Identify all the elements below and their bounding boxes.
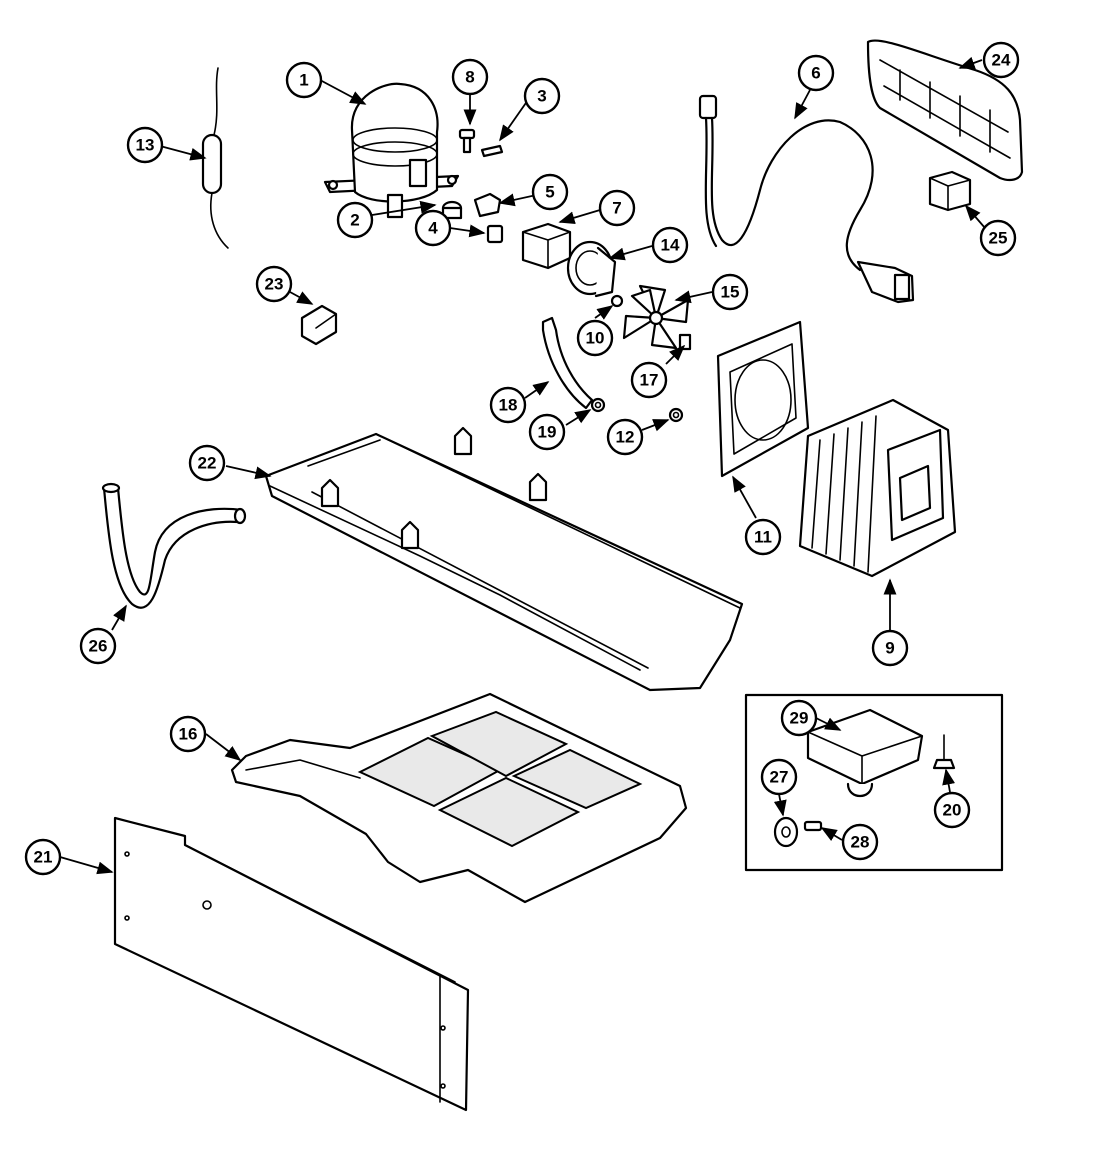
callout-14-label: 14 xyxy=(661,236,680,255)
condenser-part xyxy=(798,398,957,578)
callout-24: 24 xyxy=(982,41,1020,79)
callout-7: 7 xyxy=(598,189,636,227)
drier-part xyxy=(201,67,229,249)
axle-part xyxy=(803,820,823,832)
strap-part xyxy=(541,316,594,410)
callout-12: 12 xyxy=(606,418,644,456)
callout-8-label: 8 xyxy=(465,68,474,87)
callout-11: 11 xyxy=(744,518,782,556)
nut-part xyxy=(610,294,624,308)
callout-16: 16 xyxy=(169,715,207,753)
callout-17: 17 xyxy=(630,361,668,399)
callout-25: 25 xyxy=(979,219,1017,257)
callout-20-label: 20 xyxy=(943,801,962,820)
switch-part xyxy=(300,304,338,346)
callout-27-label: 27 xyxy=(770,768,789,787)
screw-part xyxy=(458,128,476,154)
callout-9: 9 xyxy=(871,629,909,667)
callout-5: 5 xyxy=(531,173,569,211)
callout-28-label: 28 xyxy=(851,833,870,852)
caster-wheel-part xyxy=(773,816,799,848)
callout-15-label: 15 xyxy=(721,283,740,302)
bracket-part xyxy=(678,333,692,351)
compressor-part xyxy=(323,82,460,219)
callout-14: 14 xyxy=(651,226,689,264)
callout-1-label: 1 xyxy=(299,71,308,90)
drain-hose-part xyxy=(101,482,247,609)
callout-29-label: 29 xyxy=(790,709,809,728)
fan-blade-part xyxy=(622,284,690,350)
callout-16-label: 16 xyxy=(179,725,198,744)
callout-12-label: 12 xyxy=(616,428,635,447)
callout-22-label: 22 xyxy=(198,454,217,473)
callout-2: 2 xyxy=(336,201,374,239)
callout-19-label: 19 xyxy=(538,423,557,442)
callout-7-label: 7 xyxy=(612,199,621,218)
callout-17-label: 17 xyxy=(640,371,659,390)
callout-19: 19 xyxy=(528,413,566,451)
callout-3: 3 xyxy=(523,77,561,115)
clip-part xyxy=(480,144,504,158)
callout-10: 10 xyxy=(576,319,614,357)
callout-18-label: 18 xyxy=(499,396,518,415)
callout-23: 23 xyxy=(255,265,293,303)
grommet-12-part xyxy=(668,407,684,423)
callout-5-label: 5 xyxy=(545,183,554,202)
callout-10-label: 10 xyxy=(586,329,605,348)
drain-pan-part xyxy=(230,692,688,904)
callout-8: 8 xyxy=(451,58,489,96)
callout-15: 15 xyxy=(711,273,749,311)
callout-27: 27 xyxy=(760,758,798,796)
relay-part xyxy=(473,192,502,218)
callout-20: 20 xyxy=(933,791,971,829)
callout-25-label: 25 xyxy=(989,229,1008,248)
callout-21-label: 21 xyxy=(34,848,53,867)
callout-26: 26 xyxy=(79,627,117,665)
front-panel-part xyxy=(113,816,470,1112)
callout-29: 29 xyxy=(780,699,818,737)
callout-9-label: 9 xyxy=(885,639,894,658)
callout-4-label: 4 xyxy=(428,219,438,238)
callout-28: 28 xyxy=(841,823,879,861)
callout-26-label: 26 xyxy=(89,637,108,656)
callout-6-label: 6 xyxy=(811,64,820,83)
callout-23-label: 23 xyxy=(265,275,284,294)
callout-6: 6 xyxy=(797,54,835,92)
leveling-screw-part xyxy=(932,734,956,770)
callout-2-label: 2 xyxy=(350,211,359,230)
callout-21: 21 xyxy=(24,838,62,876)
rocker-switch-part xyxy=(928,170,972,212)
callout-11-label: 11 xyxy=(754,528,772,547)
callout-13-label: 13 xyxy=(136,136,155,155)
power-cord-part xyxy=(698,94,915,304)
callout-3-label: 3 xyxy=(537,87,546,106)
callout-24-label: 24 xyxy=(992,51,1011,70)
grommet-small-part xyxy=(590,397,606,413)
drain-trough-part xyxy=(264,426,744,692)
fan-shroud-part xyxy=(716,320,810,478)
callout-1: 1 xyxy=(285,61,323,99)
callout-18: 18 xyxy=(489,386,527,424)
callout-22: 22 xyxy=(188,444,226,482)
overload-part xyxy=(486,224,504,244)
relay-block-part xyxy=(521,222,572,270)
fan-motor-part xyxy=(566,240,617,298)
callout-4: 4 xyxy=(414,209,452,247)
callout-13: 13 xyxy=(126,126,164,164)
control-housing-part xyxy=(866,39,1024,182)
